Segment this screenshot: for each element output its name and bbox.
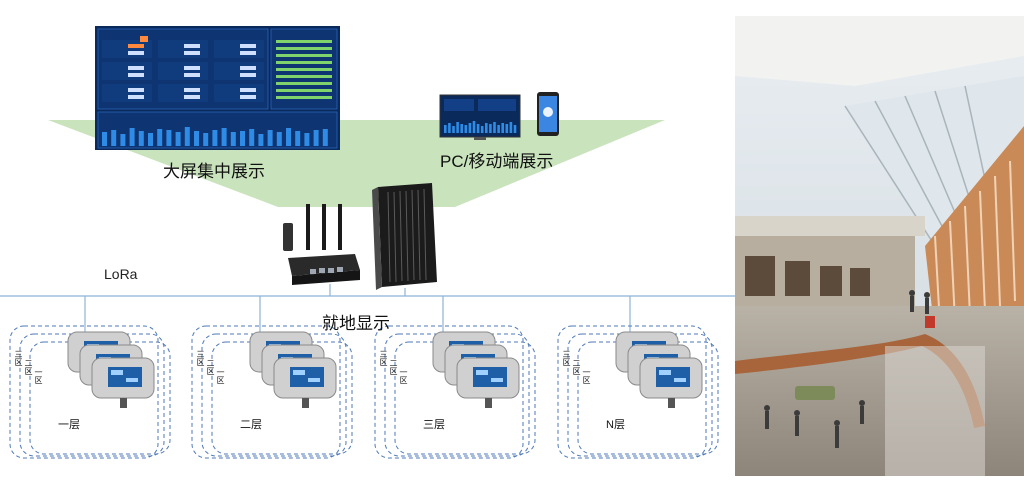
- sensor-device-icon: [639, 357, 703, 408]
- zone-label: 一区: [399, 368, 408, 384]
- floor-group: [191, 325, 353, 459]
- sensor-device-icon: [273, 357, 337, 408]
- sensor-device-icon: [456, 357, 520, 408]
- zone-label: 二区: [24, 359, 33, 375]
- floor-group: [557, 325, 719, 459]
- zone-label: 二区: [389, 359, 398, 375]
- sensor-device-icon: [91, 357, 155, 408]
- floor-group: [374, 325, 536, 459]
- floor-label: N层: [606, 419, 625, 431]
- lora-bus: [0, 284, 735, 332]
- server-icon: [372, 183, 437, 290]
- router-icon: [283, 204, 360, 285]
- floor-label: 一层: [58, 419, 80, 431]
- pc-mobile-label: PC/移动端展示: [440, 152, 554, 171]
- mobile-phone-icon: [537, 92, 559, 136]
- floor-label: 三层: [423, 419, 445, 431]
- zone-label: 一区: [216, 368, 225, 384]
- zone-label: 二区: [206, 359, 215, 375]
- mall-photo: [735, 16, 1024, 476]
- zone-label: 一区: [582, 368, 591, 384]
- zone-label: 三区: [14, 350, 23, 366]
- zone-label: 三区: [562, 350, 571, 366]
- big-screen-label: 大屏集中展示: [163, 162, 265, 181]
- zone-label: 二区: [572, 359, 581, 375]
- pc-monitor-icon: [439, 94, 521, 140]
- zone-label: 三区: [196, 350, 205, 366]
- large-screen-dashboard: [95, 26, 340, 150]
- lora-label: LoRa: [104, 266, 138, 282]
- floor-group: [9, 325, 171, 459]
- floor-label: 二层: [240, 419, 262, 431]
- local-display-label: 就地显示: [322, 314, 390, 333]
- zone-label: 三区: [379, 350, 388, 366]
- zone-label: 一区: [34, 368, 43, 384]
